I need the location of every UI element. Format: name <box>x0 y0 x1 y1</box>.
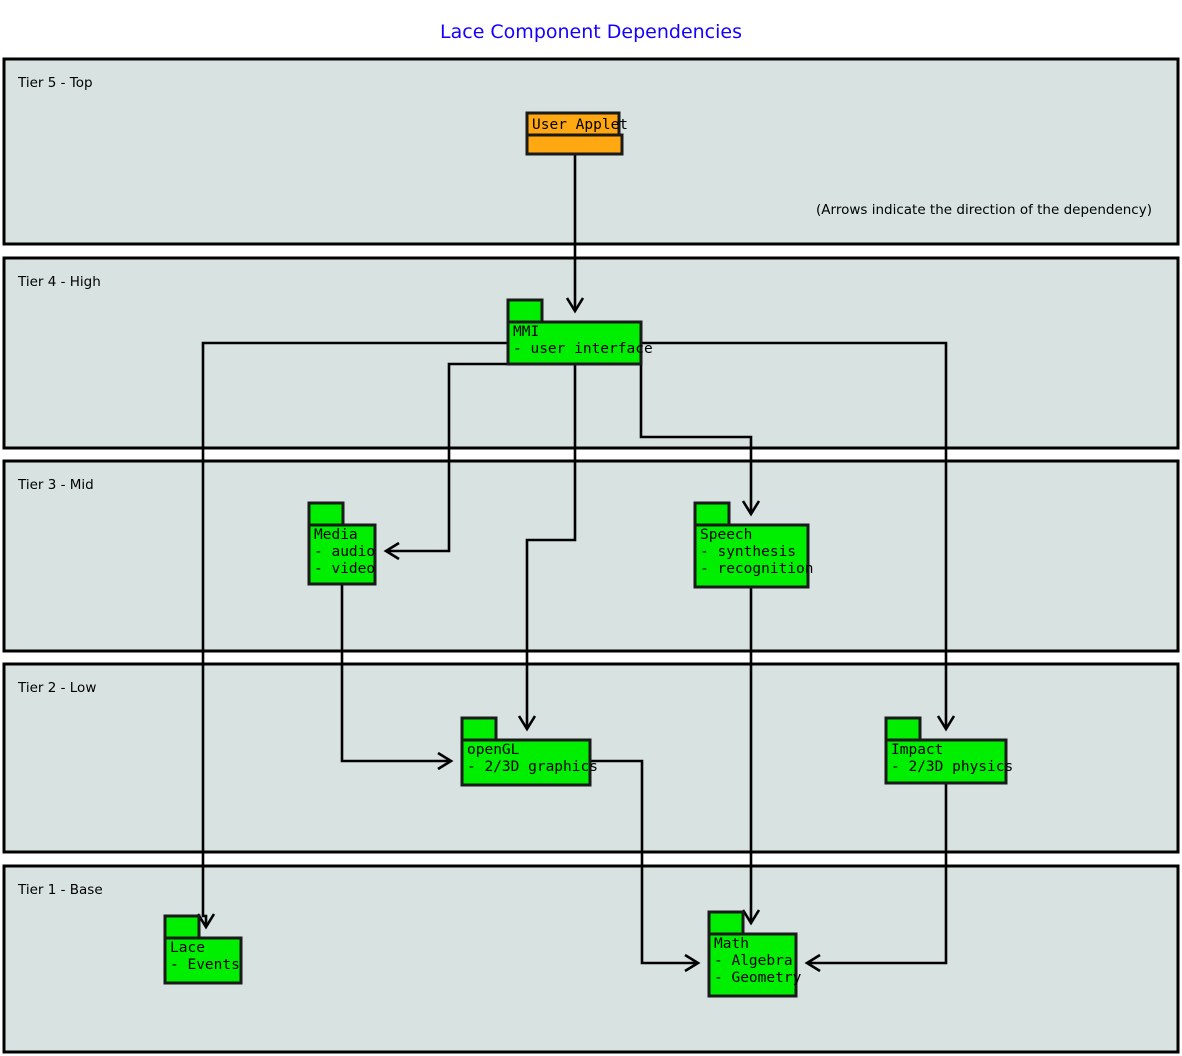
package-tab-speech <box>693 501 731 527</box>
package-body-mmi <box>506 320 643 366</box>
arrowhead-icon-mmi-to-media <box>383 541 400 561</box>
package-tab-impact <box>884 716 922 742</box>
package-user-applet[interactable]: User Applet <box>525 111 628 156</box>
package-body-impact <box>884 738 1008 785</box>
package-mmi[interactable]: MMI- user interface <box>506 298 653 366</box>
package-label-opengl-line-0: openGL <box>467 742 520 758</box>
package-label-math-line-1: - Algebra <box>714 953 793 969</box>
arrowhead-icon-mmi-to-speech <box>741 500 761 517</box>
package-body-user-applet <box>525 133 624 156</box>
connector-line-mmi-to-speech <box>639 343 753 514</box>
package-impact[interactable]: Impact- 2/3D physics <box>884 716 1013 785</box>
arrowhead-icon-media-to-opengl <box>437 751 454 771</box>
package-label-media-line-2: - video <box>314 561 375 577</box>
arrowhead-icon-speech-to-math <box>741 909 761 926</box>
package-label-speech-line-2: - recognition <box>700 561 814 577</box>
page-title: Lace Component Dependencies <box>440 21 742 43</box>
connections-layer <box>196 154 956 973</box>
arrowhead-icon-mmi-to-opengl <box>517 715 537 732</box>
connector-mmi-to-speech <box>639 343 761 517</box>
tier-label-tier5: Tier 5 - Top <box>17 75 93 91</box>
package-label-lace-line-0: Lace <box>170 940 205 956</box>
package-label-opengl-line-1: - 2/3D graphics <box>467 759 598 775</box>
connector-line-mmi-to-impact <box>641 341 948 729</box>
connector-mmi-to-impact <box>641 341 956 732</box>
tier-rect-tier3 <box>2 459 1180 653</box>
arrowhead-icon-impact-to-math <box>804 953 821 973</box>
package-math[interactable]: Math- Algebra- Geometry <box>707 910 802 998</box>
package-label-speech-line-1: - synthesis <box>700 544 796 560</box>
package-label-lace-line-1: - Events <box>170 957 240 973</box>
connector-line-impact-to-math <box>807 783 948 965</box>
package-label-math-line-0: Math <box>714 936 749 952</box>
package-body-opengl <box>460 738 592 787</box>
package-opengl[interactable]: openGL- 2/3D graphics <box>460 716 598 787</box>
package-tab-mmi <box>506 298 544 324</box>
arrowhead-icon-user-applet-to-mmi <box>565 297 585 314</box>
package-label-mmi-line-0: MMI <box>513 324 539 340</box>
connector-line-mmi-to-opengl <box>525 364 577 729</box>
package-label-mmi-line-1: - user interface <box>513 341 653 357</box>
package-label-user-applet: User Applet <box>532 117 628 133</box>
package-body-lace <box>163 936 243 985</box>
tier-label-tier2: Tier 2 - Low <box>17 680 96 696</box>
tier-group-tier4: Tier 4 - High <box>2 256 1180 450</box>
package-body-math <box>707 932 798 998</box>
package-tab-math <box>707 910 745 936</box>
package-label-media-line-0: Media <box>314 527 358 543</box>
package-label-impact-line-0: Impact <box>891 742 943 758</box>
tier-label-tier1: Tier 1 - Base <box>17 882 103 898</box>
package-label-impact-line-1: - 2/3D physics <box>891 759 1013 775</box>
connector-line-media-to-opengl <box>340 584 451 763</box>
arrowhead-icon-mmi-to-impact <box>936 715 956 732</box>
package-lace[interactable]: Lace- Events <box>163 914 243 985</box>
package-tab-lace <box>163 914 201 940</box>
connector-opengl-to-math <box>590 759 701 973</box>
package-body-media <box>307 523 377 586</box>
tier-group-tier3: Tier 3 - Mid <box>2 459 1180 653</box>
package-speech[interactable]: Speech- synthesis- recognition <box>693 501 814 589</box>
arrowhead-icon-opengl-to-math <box>684 953 701 973</box>
arrow-direction-note: (Arrows indicate the direction of the de… <box>816 202 1152 218</box>
connector-impact-to-math <box>804 783 948 973</box>
tier-rect-tier4 <box>2 256 1180 450</box>
arrowhead-icon-mmi-to-lace <box>196 913 216 930</box>
package-tab-media <box>307 501 345 527</box>
package-tab-opengl <box>460 716 498 742</box>
connector-media-to-opengl <box>340 584 454 771</box>
package-body-speech <box>693 523 810 589</box>
connector-user-applet-to-mmi <box>565 154 585 314</box>
tier-label-tier3: Tier 3 - Mid <box>17 477 94 493</box>
package-label-math-line-2: - Geometry <box>714 970 802 986</box>
connector-line-opengl-to-math <box>590 759 698 965</box>
package-label-media-line-1: - audio <box>314 544 375 560</box>
connector-mmi-to-opengl <box>517 364 577 732</box>
package-media[interactable]: Media- audio- video <box>307 501 377 586</box>
package-label-speech-line-0: Speech <box>700 527 752 543</box>
connector-speech-to-math <box>741 587 761 926</box>
tier-label-tier4: Tier 4 - High <box>17 274 101 290</box>
